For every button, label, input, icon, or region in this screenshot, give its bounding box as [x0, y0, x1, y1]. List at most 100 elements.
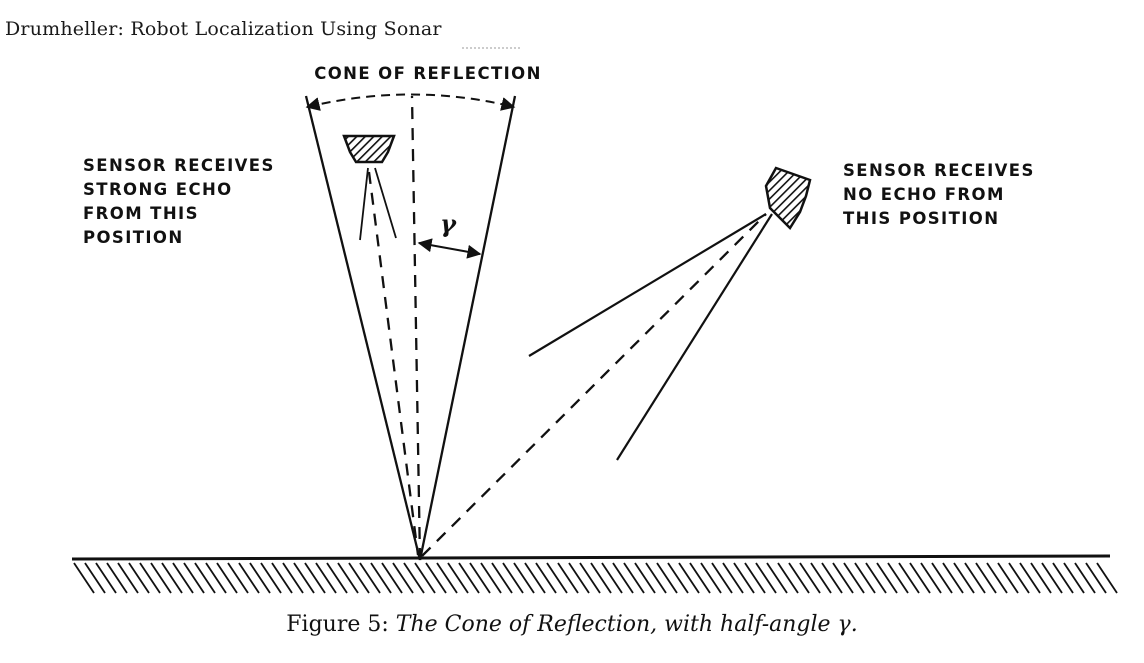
surface-hatch-line [502, 562, 524, 594]
surface-hatch-line [282, 562, 304, 594]
surface-hatch-line [546, 562, 568, 594]
surface-hatch-line [469, 562, 491, 594]
strong-echo-label-line-4: POSITION [83, 228, 184, 247]
no-echo-beam-upper [528, 213, 767, 357]
surface-hatch-line [931, 562, 953, 594]
surface-hatch-line [656, 562, 678, 594]
surface-hatch-line [964, 562, 986, 594]
surface-hatch-line [1008, 562, 1030, 594]
surface-hatch-line [304, 562, 326, 594]
cone-of-reflection-figure: CONE OF REFLECTION γ SENSOR RE [71, 47, 1118, 594]
surface-hatch-line [601, 562, 623, 594]
surface-hatch-line [403, 562, 425, 594]
surface-hatching [73, 562, 1118, 594]
surface-hatch-line [645, 562, 667, 594]
surface-hatch-line [876, 562, 898, 594]
surface-hatch-line [117, 562, 139, 594]
surface-hatch-line [535, 562, 557, 594]
surface-hatch-line [557, 562, 579, 594]
surface-hatch-line [579, 562, 601, 594]
cone-left-edge [304, 95, 422, 561]
surface-hatch-line [821, 562, 843, 594]
surface-hatch-line [491, 562, 513, 594]
surface-hatch-line [997, 562, 1019, 594]
surface-hatch-line [700, 562, 722, 594]
surface-hatch-line [909, 562, 931, 594]
figure-caption: Figure 5: The Cone of Reflection, with h… [0, 612, 1144, 637]
surface-hatch-line [1030, 562, 1052, 594]
sensor-strong-echo [342, 134, 397, 241]
surface-hatch-line [260, 562, 282, 594]
surface-hatch-line [293, 562, 315, 594]
surface-hatch-line [689, 562, 711, 594]
surface-hatch-line [216, 562, 238, 594]
surface-hatch-line [975, 562, 997, 594]
surface-hatch-line [623, 562, 645, 594]
surface-hatch-line [799, 562, 821, 594]
surface-hatch-line [678, 562, 700, 594]
surface-hatch-line [348, 562, 370, 594]
sensor-strong-echo-leg-left [359, 167, 369, 241]
strong-echo-label: SENSOR RECEIVES STRONG ECHO FROM THIS PO… [83, 156, 282, 247]
no-echo-dashed-path [421, 213, 767, 557]
surface-hatch-line [425, 562, 447, 594]
surface-hatch-line [843, 562, 865, 594]
surface-hatch-line [84, 562, 106, 594]
surface-hatch-line [106, 562, 128, 594]
surface-hatch-line [634, 562, 656, 594]
surface-hatch-line [854, 562, 876, 594]
surface-hatch-line [238, 562, 260, 594]
no-echo-label-line-1: SENSOR RECEIVES [843, 161, 1035, 180]
surface-hatch-line [810, 562, 832, 594]
surface-hatch-line [755, 562, 777, 594]
no-echo-label: SENSOR RECEIVES NO ECHO FROM THIS POSITI… [843, 161, 1042, 228]
gamma-angle-arrow [417, 238, 482, 259]
surface-hatch-line [898, 562, 920, 594]
surface-hatch-line [183, 562, 205, 594]
surface-hatch-line [942, 562, 964, 594]
surface-hatch-line [249, 562, 271, 594]
surface-hatch-line [414, 562, 436, 594]
surface-hatch-line [711, 562, 733, 594]
surface-hatch-line [381, 562, 403, 594]
surface-hatch-line [161, 562, 183, 594]
surface-hatch-line [73, 562, 95, 594]
surface-hatch-line [722, 562, 744, 594]
surface-hatch-line [667, 562, 689, 594]
gamma-symbol: γ [440, 209, 457, 238]
surface-hatch-line [480, 562, 502, 594]
sensor-strong-echo-leg-right [374, 167, 397, 239]
surface-hatch-line [1085, 562, 1107, 594]
surface-hatch-line [227, 562, 249, 594]
strong-echo-label-line-2: STRONG ECHO [83, 180, 233, 199]
sensor-strong-echo-body [342, 134, 396, 164]
surface-hatch-line [95, 562, 117, 594]
running-head: Drumheller: Robot Localization Using Son… [5, 18, 442, 40]
cone-label: CONE OF REFLECTION [314, 64, 542, 83]
surface-hatch-line [590, 562, 612, 594]
strong-echo-label-line-3: FROM THIS [83, 204, 199, 223]
surface-hatch-line [194, 562, 216, 594]
surface-hatch-line [150, 562, 172, 594]
surface-hatch-line [326, 562, 348, 594]
surface-hatch-line [447, 562, 469, 594]
surface-hatch-line [788, 562, 810, 594]
reflecting-surface [71, 554, 1111, 561]
surface-hatch-line [832, 562, 854, 594]
surface-hatch-line [1074, 562, 1096, 594]
surface-hatch-line [392, 562, 414, 594]
sensor-no-echo-body [764, 166, 812, 230]
surface-hatch-line [128, 562, 150, 594]
surface-hatch-line [1063, 562, 1085, 594]
surface-hatch-line [865, 562, 887, 594]
strong-echo-path [367, 171, 420, 556]
no-echo-beam-lower [616, 213, 773, 461]
caption-label: Figure 5: [286, 612, 389, 637]
no-echo-label-line-2: NO ECHO FROM [843, 185, 1005, 204]
surface-hatch-line [777, 562, 799, 594]
surface-hatch-line [1052, 562, 1074, 594]
surface-hatch-line [1096, 562, 1118, 594]
surface-hatch-line [1041, 562, 1063, 594]
strong-echo-label-line-1: SENSOR RECEIVES [83, 156, 275, 175]
